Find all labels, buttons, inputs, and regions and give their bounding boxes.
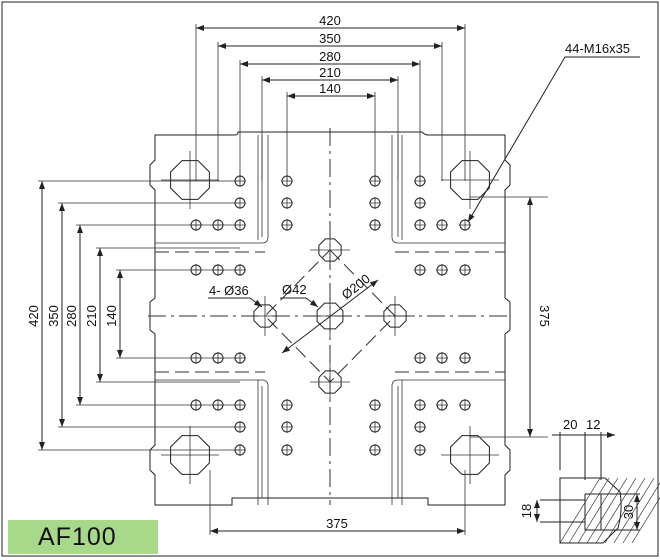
dim-right-375: 375	[537, 305, 552, 327]
dim-left-140: 140	[104, 305, 119, 327]
hatch-line	[568, 477, 610, 544]
ejector-hole	[383, 304, 407, 328]
thread-callout: 44-M16x35	[565, 41, 630, 56]
thread-hole-cross	[436, 352, 448, 364]
thread-hole-cross	[281, 399, 293, 411]
extension-line	[38, 180, 240, 451]
extension-line	[239, 60, 421, 181]
thread-hole-cross	[414, 352, 426, 364]
section-dim-18: 18	[519, 504, 534, 518]
thread-hole-cross	[414, 197, 426, 209]
dim-top-420: 420	[319, 13, 341, 28]
dim-top-140: 140	[319, 81, 341, 96]
thread-hole-cross	[414, 219, 426, 231]
ejector-hole-center	[375, 296, 415, 336]
dim-top-280: 280	[319, 49, 341, 64]
thread-hole-cross	[414, 444, 426, 456]
thread-hole-cross	[369, 219, 381, 231]
extension-line	[195, 24, 466, 181]
thread-hole-cross	[459, 264, 471, 276]
thread-hole-cross	[414, 399, 426, 411]
hatch-line	[604, 477, 646, 544]
thread-hole-cross	[281, 444, 293, 456]
hatch-line	[559, 477, 601, 544]
platen-outline	[149, 131, 511, 506]
thread-hole-cross	[369, 444, 381, 456]
hatch-line	[631, 496, 660, 544]
thread-hole-cross	[369, 197, 381, 209]
thread-hole-cross	[281, 197, 293, 209]
extension-line	[217, 42, 443, 181]
hatch-line	[595, 477, 637, 544]
thread-hole-cross	[459, 399, 471, 411]
dim-top-210: 210	[319, 65, 341, 80]
pcd-dim	[281, 279, 379, 354]
tie-bar-octagon-icon-center	[161, 426, 219, 484]
thread-hole-cross	[436, 264, 448, 276]
dim-bottom-375: 375	[326, 516, 348, 531]
thread-hole-cross	[436, 399, 448, 411]
hatch-line	[586, 477, 628, 544]
tie-bar-holes	[161, 151, 499, 484]
tie-bar-octagon-icon-center	[441, 426, 499, 484]
ejector-leader	[208, 297, 263, 308]
thread-hole-cross	[436, 219, 448, 231]
dim-left-350: 350	[46, 305, 61, 327]
dim-left-420: 420	[26, 305, 41, 327]
center-leader	[280, 297, 319, 308]
extension-line	[286, 92, 376, 181]
extension-line	[209, 470, 466, 535]
extension-line	[96, 247, 240, 383]
thread-hole-cross	[459, 352, 471, 364]
thread-leader	[467, 56, 640, 223]
section-detail: 20 12 18 30	[519, 417, 660, 544]
ejector-hole-center	[245, 296, 285, 336]
hatch-line	[622, 482, 660, 544]
ejector-hole-callout: 4- Ø36	[209, 283, 249, 298]
dim-top-350: 350	[319, 31, 341, 46]
ejector-hole-center	[310, 230, 350, 270]
dimension-lines	[38, 24, 548, 535]
tie-bar-octagon-icon	[450, 160, 490, 200]
section-dim-12: 12	[586, 417, 600, 432]
hatch-line	[613, 477, 655, 544]
tie-bar-octagon-icon	[170, 435, 210, 475]
extension-line	[116, 269, 240, 359]
extension-line	[261, 76, 399, 181]
ejector-hole	[318, 370, 342, 394]
dim-left-210: 210	[84, 305, 99, 327]
extension-line	[58, 202, 240, 428]
ejector-hole	[318, 238, 342, 262]
thread-hole-cross	[281, 421, 293, 433]
center-hole-callout: Ø42	[282, 282, 307, 297]
tie-bar-octagon-icon-center	[441, 151, 499, 209]
thread-hole-cross	[369, 399, 381, 411]
hatch-line	[577, 477, 619, 544]
ejector-hole	[253, 304, 277, 328]
tie-bar-octagon-icon	[170, 160, 210, 200]
model-label: AF100	[8, 520, 158, 554]
thread-hole-cross	[414, 421, 426, 433]
thread-hole-cross	[281, 219, 293, 231]
section-dim-30: 30	[621, 505, 636, 519]
tie-bar-octagon-icon-center	[161, 151, 219, 209]
thread-hole-cross	[414, 264, 426, 276]
thread-hole-cross	[459, 219, 471, 231]
dim-left-280: 280	[64, 305, 79, 327]
pcd-callout: Ø200	[339, 271, 373, 302]
section-dim-20: 20	[563, 417, 577, 432]
tie-bar-octagon-icon	[450, 435, 490, 475]
thread-hole-cross	[369, 421, 381, 433]
extension-line	[76, 224, 240, 406]
extension-line	[470, 196, 548, 438]
ejector-hole-center	[310, 362, 350, 402]
